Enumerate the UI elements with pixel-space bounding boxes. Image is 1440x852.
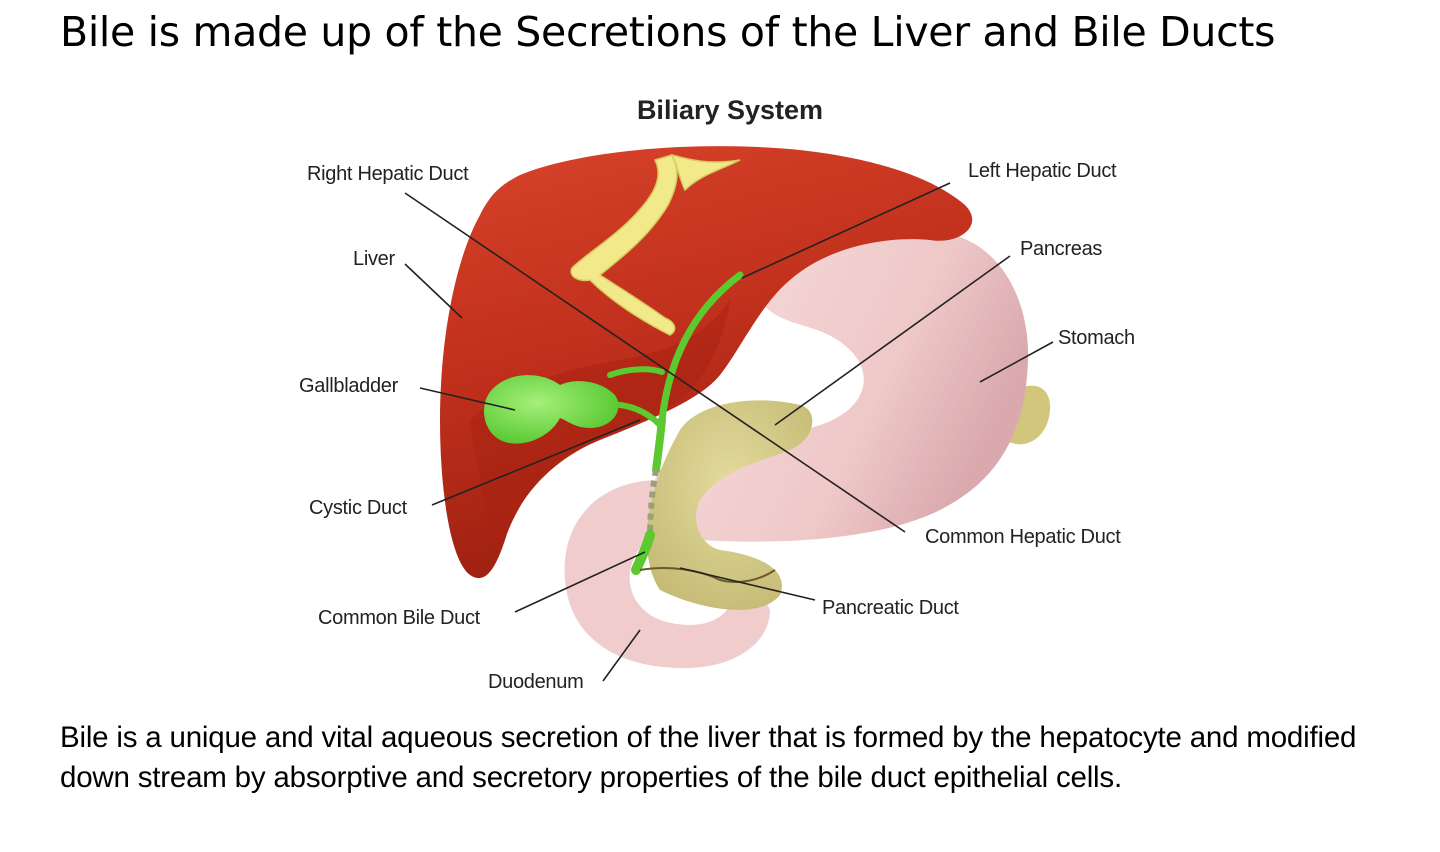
label-common-bile-duct: Common Bile Duct <box>318 607 480 629</box>
pancreatic-duct-shape <box>639 567 776 583</box>
label-gallbladder: Gallbladder <box>299 375 398 397</box>
label-liver: Liver <box>353 248 395 270</box>
label-pancreas: Pancreas <box>1020 238 1103 260</box>
duodenum-shape <box>564 480 770 669</box>
label-common-hepatic-duct: Common Hepatic Duct <box>925 526 1121 548</box>
label-left-hepatic-duct: Left Hepatic Duct <box>968 160 1117 182</box>
bile-ducts <box>597 271 744 474</box>
ligament-upper-shape <box>670 153 741 192</box>
label-right-hepatic-duct: Right Hepatic Duct <box>307 163 469 185</box>
common-bile-duct-dashed <box>647 469 659 541</box>
slide-title: Bile is made up of the Secretions of the… <box>60 8 1276 56</box>
label-cystic-duct: Cystic Duct <box>309 497 407 519</box>
common-bile-duct-end <box>631 530 655 575</box>
label-duodenum: Duodenum <box>488 671 584 693</box>
label-stomach: Stomach <box>1058 327 1135 349</box>
slide-caption: Bile is a unique and vital aqueous secre… <box>60 721 1357 794</box>
leader-lines <box>404 182 1054 682</box>
gallbladder-shape <box>484 375 619 444</box>
pancreas-shape <box>646 400 813 610</box>
label-pancreatic-duct: Pancreatic Duct <box>822 597 959 619</box>
figure-title: Biliary System <box>636 95 824 125</box>
ligament-shape <box>570 154 678 336</box>
